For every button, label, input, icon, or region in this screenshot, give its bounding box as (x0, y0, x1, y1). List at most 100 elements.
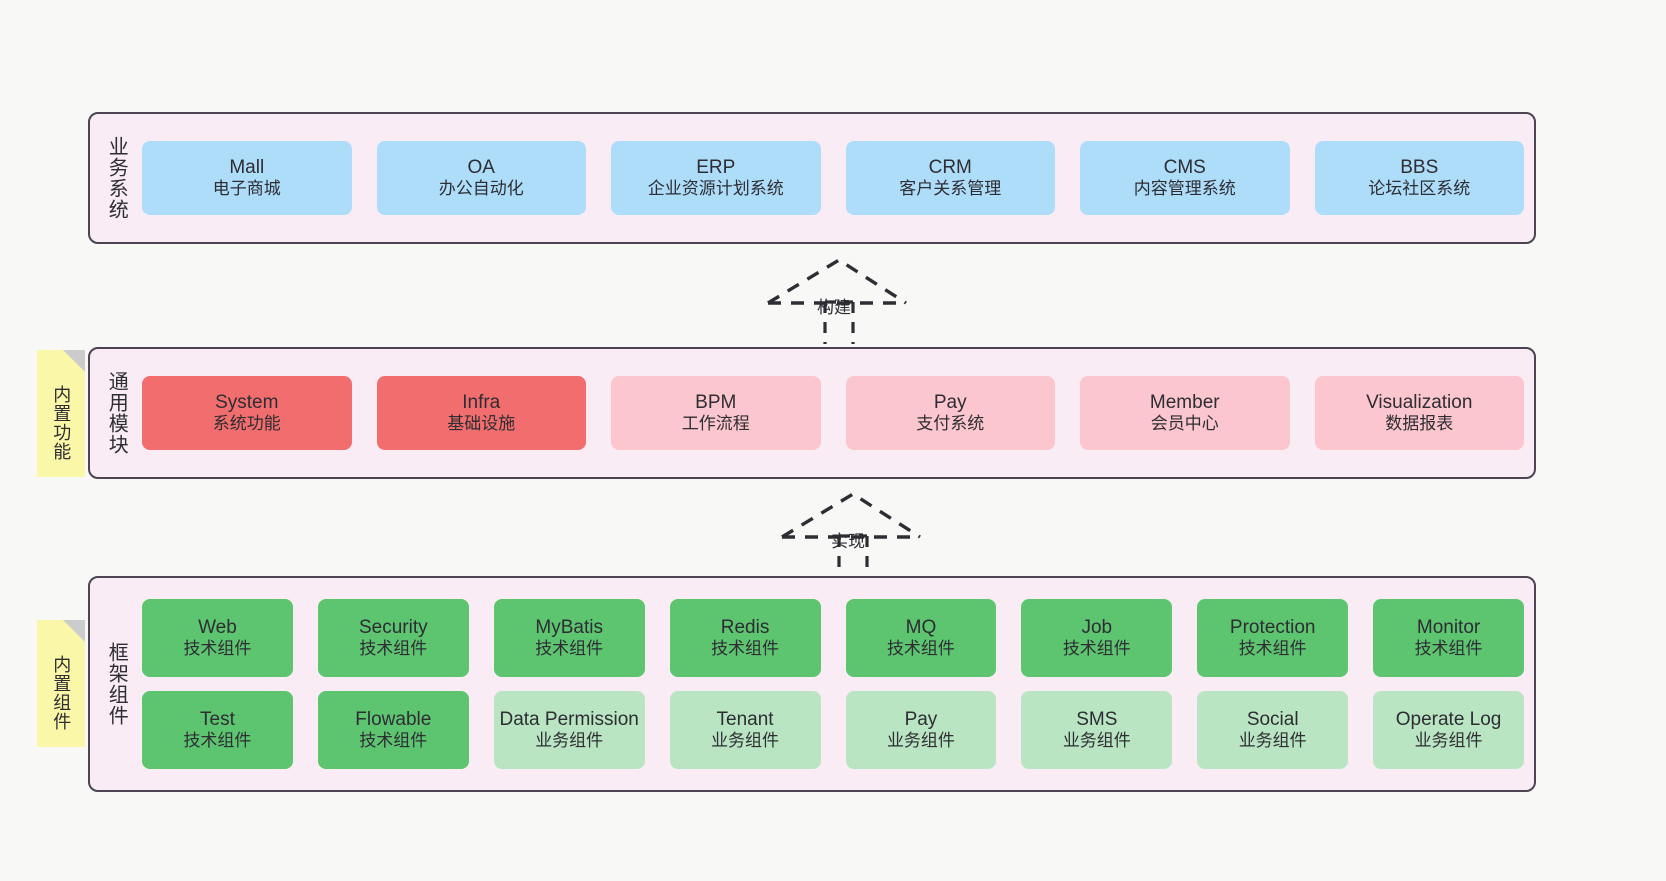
card-subtitle: 办公自动化 (438, 179, 524, 199)
card-subtitle: 业务组件 (1062, 731, 1131, 751)
card-title: Data Permission (499, 709, 639, 731)
card-subtitle: 系统功能 (212, 414, 281, 434)
card-infra[interactable]: Infra 基础设施 (376, 376, 586, 450)
arrow-label-implement: 实现 (831, 532, 865, 551)
card-subtitle: 业务组件 (535, 731, 604, 751)
card-subtitle: 业务组件 (886, 731, 955, 751)
card-subtitle: 技术组件 (359, 731, 428, 751)
arrow-build: 构建 (756, 257, 907, 344)
card-title: System (215, 392, 279, 414)
card-title: OA (467, 157, 495, 179)
card-visualization[interactable]: Visualization 数据报表 (1314, 376, 1524, 450)
card-subtitle: 电子商城 (212, 179, 281, 199)
card-bbs[interactable]: BBS 论坛社区系统 (1314, 141, 1524, 215)
card-title: BPM (695, 392, 737, 414)
card-flowable[interactable]: Flowable 技术组件 (317, 691, 469, 769)
arrow-label-build: 构建 (817, 298, 851, 317)
card-title: Pay (933, 392, 967, 414)
card-operate-log[interactable]: Operate Log 业务组件 (1373, 691, 1524, 769)
card-redis[interactable]: Redis 技术组件 (669, 599, 821, 677)
card-subtitle: 技术组件 (183, 639, 252, 659)
card-title: Security (358, 617, 428, 639)
card-subtitle: 技术组件 (1238, 639, 1307, 659)
card-social[interactable]: Social 业务组件 (1197, 691, 1349, 769)
layer-framework-component: 框架组件 Web 技术组件 Security 技术组件 MyBatis 技术组件… (88, 576, 1536, 792)
card-data-permission[interactable]: Data Permission 业务组件 (493, 691, 645, 769)
card-mq[interactable]: MQ 技术组件 (845, 599, 997, 677)
layer-common-module: 通用模块 System 系统功能 Infra 基础设施 BPM 工作流程 Pay… (88, 347, 1536, 479)
card-title: Flowable (355, 709, 432, 731)
card-pay-business[interactable]: Pay 业务组件 (845, 691, 997, 769)
card-title: Test (200, 709, 235, 731)
card-job[interactable]: Job 技术组件 (1021, 599, 1173, 677)
card-system[interactable]: System 系统功能 (142, 376, 352, 450)
card-title: Web (198, 617, 237, 639)
card-erp[interactable]: ERP 企业资源计划系统 (611, 141, 821, 215)
card-subtitle: 技术组件 (1414, 639, 1483, 659)
card-monitor[interactable]: Monitor 技术组件 (1373, 599, 1524, 677)
card-subtitle: 客户关系管理 (899, 179, 1002, 199)
card-title: Operate Log (1395, 709, 1502, 731)
card-web[interactable]: Web 技术组件 (142, 599, 293, 677)
card-security[interactable]: Security 技术组件 (317, 599, 469, 677)
layer-label-common-module: 通用模块 (105, 371, 128, 455)
arrowhead-triangle (781, 491, 921, 539)
card-title: Monitor (1416, 617, 1481, 639)
card-subtitle: 基础设施 (447, 414, 516, 434)
card-subtitle: 技术组件 (535, 639, 604, 659)
card-title: SMS (1076, 709, 1118, 731)
card-title: Tenant (716, 709, 774, 731)
card-tenant[interactable]: Tenant 业务组件 (669, 691, 821, 769)
card-title: CRM (928, 157, 972, 179)
card-title: Member (1149, 392, 1220, 414)
card-mall[interactable]: Mall 电子商城 (142, 141, 352, 215)
arrow-implement: 实现 (770, 491, 921, 578)
card-mybatis[interactable]: MyBatis 技术组件 (493, 599, 645, 677)
card-member[interactable]: Member 会员中心 (1080, 376, 1290, 450)
card-row: Web 技术组件 Security 技术组件 MyBatis 技术组件 Redi… (142, 599, 1524, 677)
card-subtitle: 技术组件 (711, 639, 780, 659)
card-subtitle: 业务组件 (711, 731, 780, 751)
card-subtitle: 数据报表 (1385, 414, 1454, 434)
card-subtitle: 技术组件 (183, 731, 252, 751)
card-subtitle: 技术组件 (886, 639, 955, 659)
sticky-note-text: 内置功能 (51, 384, 72, 461)
card-title: ERP (696, 157, 736, 179)
card-subtitle: 业务组件 (1414, 731, 1483, 751)
card-subtitle: 论坛社区系统 (1368, 179, 1471, 199)
card-row: System 系统功能 Infra 基础设施 BPM 工作流程 Pay 支付系统… (142, 376, 1524, 450)
card-title: Infra (462, 392, 501, 414)
card-subtitle: 支付系统 (916, 414, 985, 434)
card-subtitle: 技术组件 (359, 639, 428, 659)
layer-body-framework-component: Web 技术组件 Security 技术组件 MyBatis 技术组件 Redi… (136, 584, 1524, 784)
card-crm[interactable]: CRM 客户关系管理 (845, 141, 1055, 215)
layer-body-business-system: Mall 电子商城 OA 办公自动化 ERP 企业资源计划系统 CRM 客户关系… (136, 120, 1524, 236)
sticky-note-text: 内置组件 (51, 654, 72, 731)
card-title: Social (1246, 709, 1299, 731)
card-cms[interactable]: CMS 内容管理系统 (1080, 141, 1290, 215)
card-pay[interactable]: Pay 支付系统 (845, 376, 1055, 450)
card-protection[interactable]: Protection 技术组件 (1197, 599, 1349, 677)
sticky-note-builtin-features: 内置功能 (37, 350, 85, 477)
card-subtitle: 企业资源计划系统 (647, 179, 784, 199)
card-title: MQ (905, 617, 937, 639)
sticky-note-builtin-components: 内置组件 (37, 620, 85, 747)
layer-label-business-system: 业务系统 (105, 136, 128, 220)
arrowhead-triangle (767, 257, 907, 305)
card-row: Test 技术组件 Flowable 技术组件 Data Permission … (142, 691, 1524, 769)
card-title: Protection (1229, 617, 1316, 639)
card-title: BBS (1400, 157, 1439, 179)
card-title: CMS (1163, 157, 1206, 179)
card-test[interactable]: Test 技术组件 (142, 691, 293, 769)
page-fold-icon (63, 350, 85, 372)
card-oa[interactable]: OA 办公自动化 (376, 141, 586, 215)
card-title: Mall (229, 157, 265, 179)
card-subtitle: 内容管理系统 (1133, 179, 1236, 199)
page-fold-icon (63, 620, 85, 642)
layer-label-framework-component: 框架组件 (105, 642, 128, 726)
card-subtitle: 技术组件 (1062, 639, 1131, 659)
card-row: Mall 电子商城 OA 办公自动化 ERP 企业资源计划系统 CRM 客户关系… (142, 141, 1524, 215)
card-bpm[interactable]: BPM 工作流程 (611, 376, 821, 450)
card-sms[interactable]: SMS 业务组件 (1021, 691, 1173, 769)
